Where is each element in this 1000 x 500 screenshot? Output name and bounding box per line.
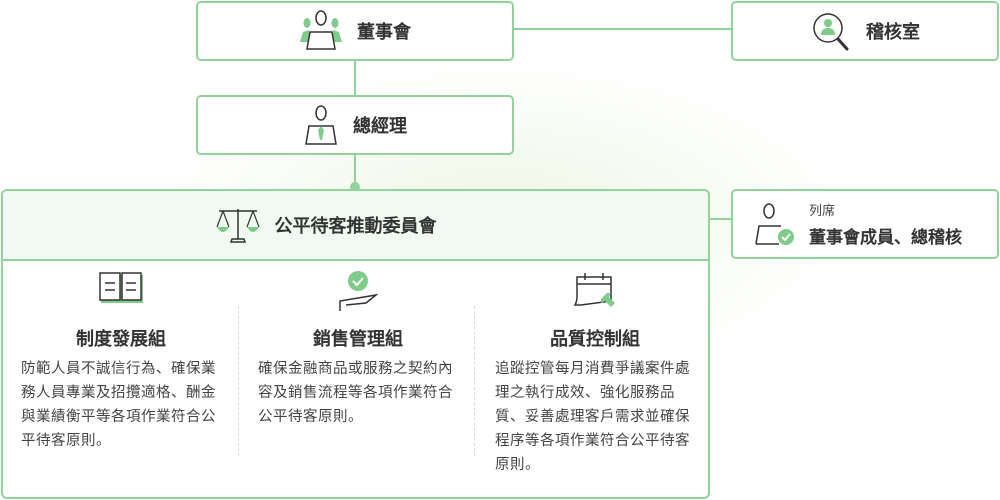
hand-check-icon [339,271,379,311]
board-label: 董事會 [357,22,411,43]
gm-node: 總經理 [196,95,514,155]
group-description: 確保金融商品或服務之契約內容及銷售流程等各項作業符合公平待客原則。 [258,361,453,425]
group-policy-development: 制度發展組 防範人員不誠信行為、確保業務人員專業及招攬適格、酬金與業績衡平等各項… [21,271,221,453]
group-title: 銷售管理組 [313,329,403,350]
attendees-label: 董事會成員、總稽核 [809,228,962,248]
audit-label: 稽核室 [866,22,920,43]
column-divider [474,306,475,456]
audit-search-icon [813,13,849,51]
open-book-icon [99,272,143,303]
group-title: 品質控制組 [550,329,640,350]
column-divider [238,306,239,456]
committee-header: 公平待客推動委員會 [3,191,708,261]
group-description: 防範人員不誠信行為、確保業務人員專業及招攬適格、酬金與業績衡平等各項作業符合公平… [21,361,216,449]
group-title: 制度發展組 [76,329,166,350]
connector-board-gm [354,61,356,95]
committee-node: 公平待客推動委員會 制度發展組 防範人員不誠信行為、確保業務人員專業及招攬適格、… [1,189,710,499]
audit-node: 稽核室 [731,1,999,61]
manager-icon [305,105,337,145]
connector-gm-committee [354,155,356,189]
connector-dot [350,182,360,192]
calendar-wrench-icon [573,273,615,307]
scales-icon [215,209,260,243]
connector-board-audit [514,28,731,30]
attendees-caption: 列席 [809,204,836,219]
committee-label: 公平待客推動委員會 [274,216,437,237]
gm-label: 總經理 [353,116,407,137]
attendees-node: 列席 董事會成員、總稽核 [731,189,999,259]
attendee-check-icon [755,203,794,245]
connector-committee-attendees [709,218,731,220]
group-sales-management: 銷售管理組 確保金融商品或服務之契約內容及銷售流程等各項作業符合公平待客原則。 [258,271,458,429]
board-members-icon [300,10,342,50]
board-node: 董事會 [196,1,514,61]
group-description: 追蹤控管每月消費爭議案件處理之執行成效、強化服務品質、妥善處理客戶需求並確保程序… [495,361,690,473]
group-quality-control: 品質控制組 追蹤控管每月消費爭議案件處理之執行成效、強化服務品質、妥善處理客戶需… [495,271,695,477]
